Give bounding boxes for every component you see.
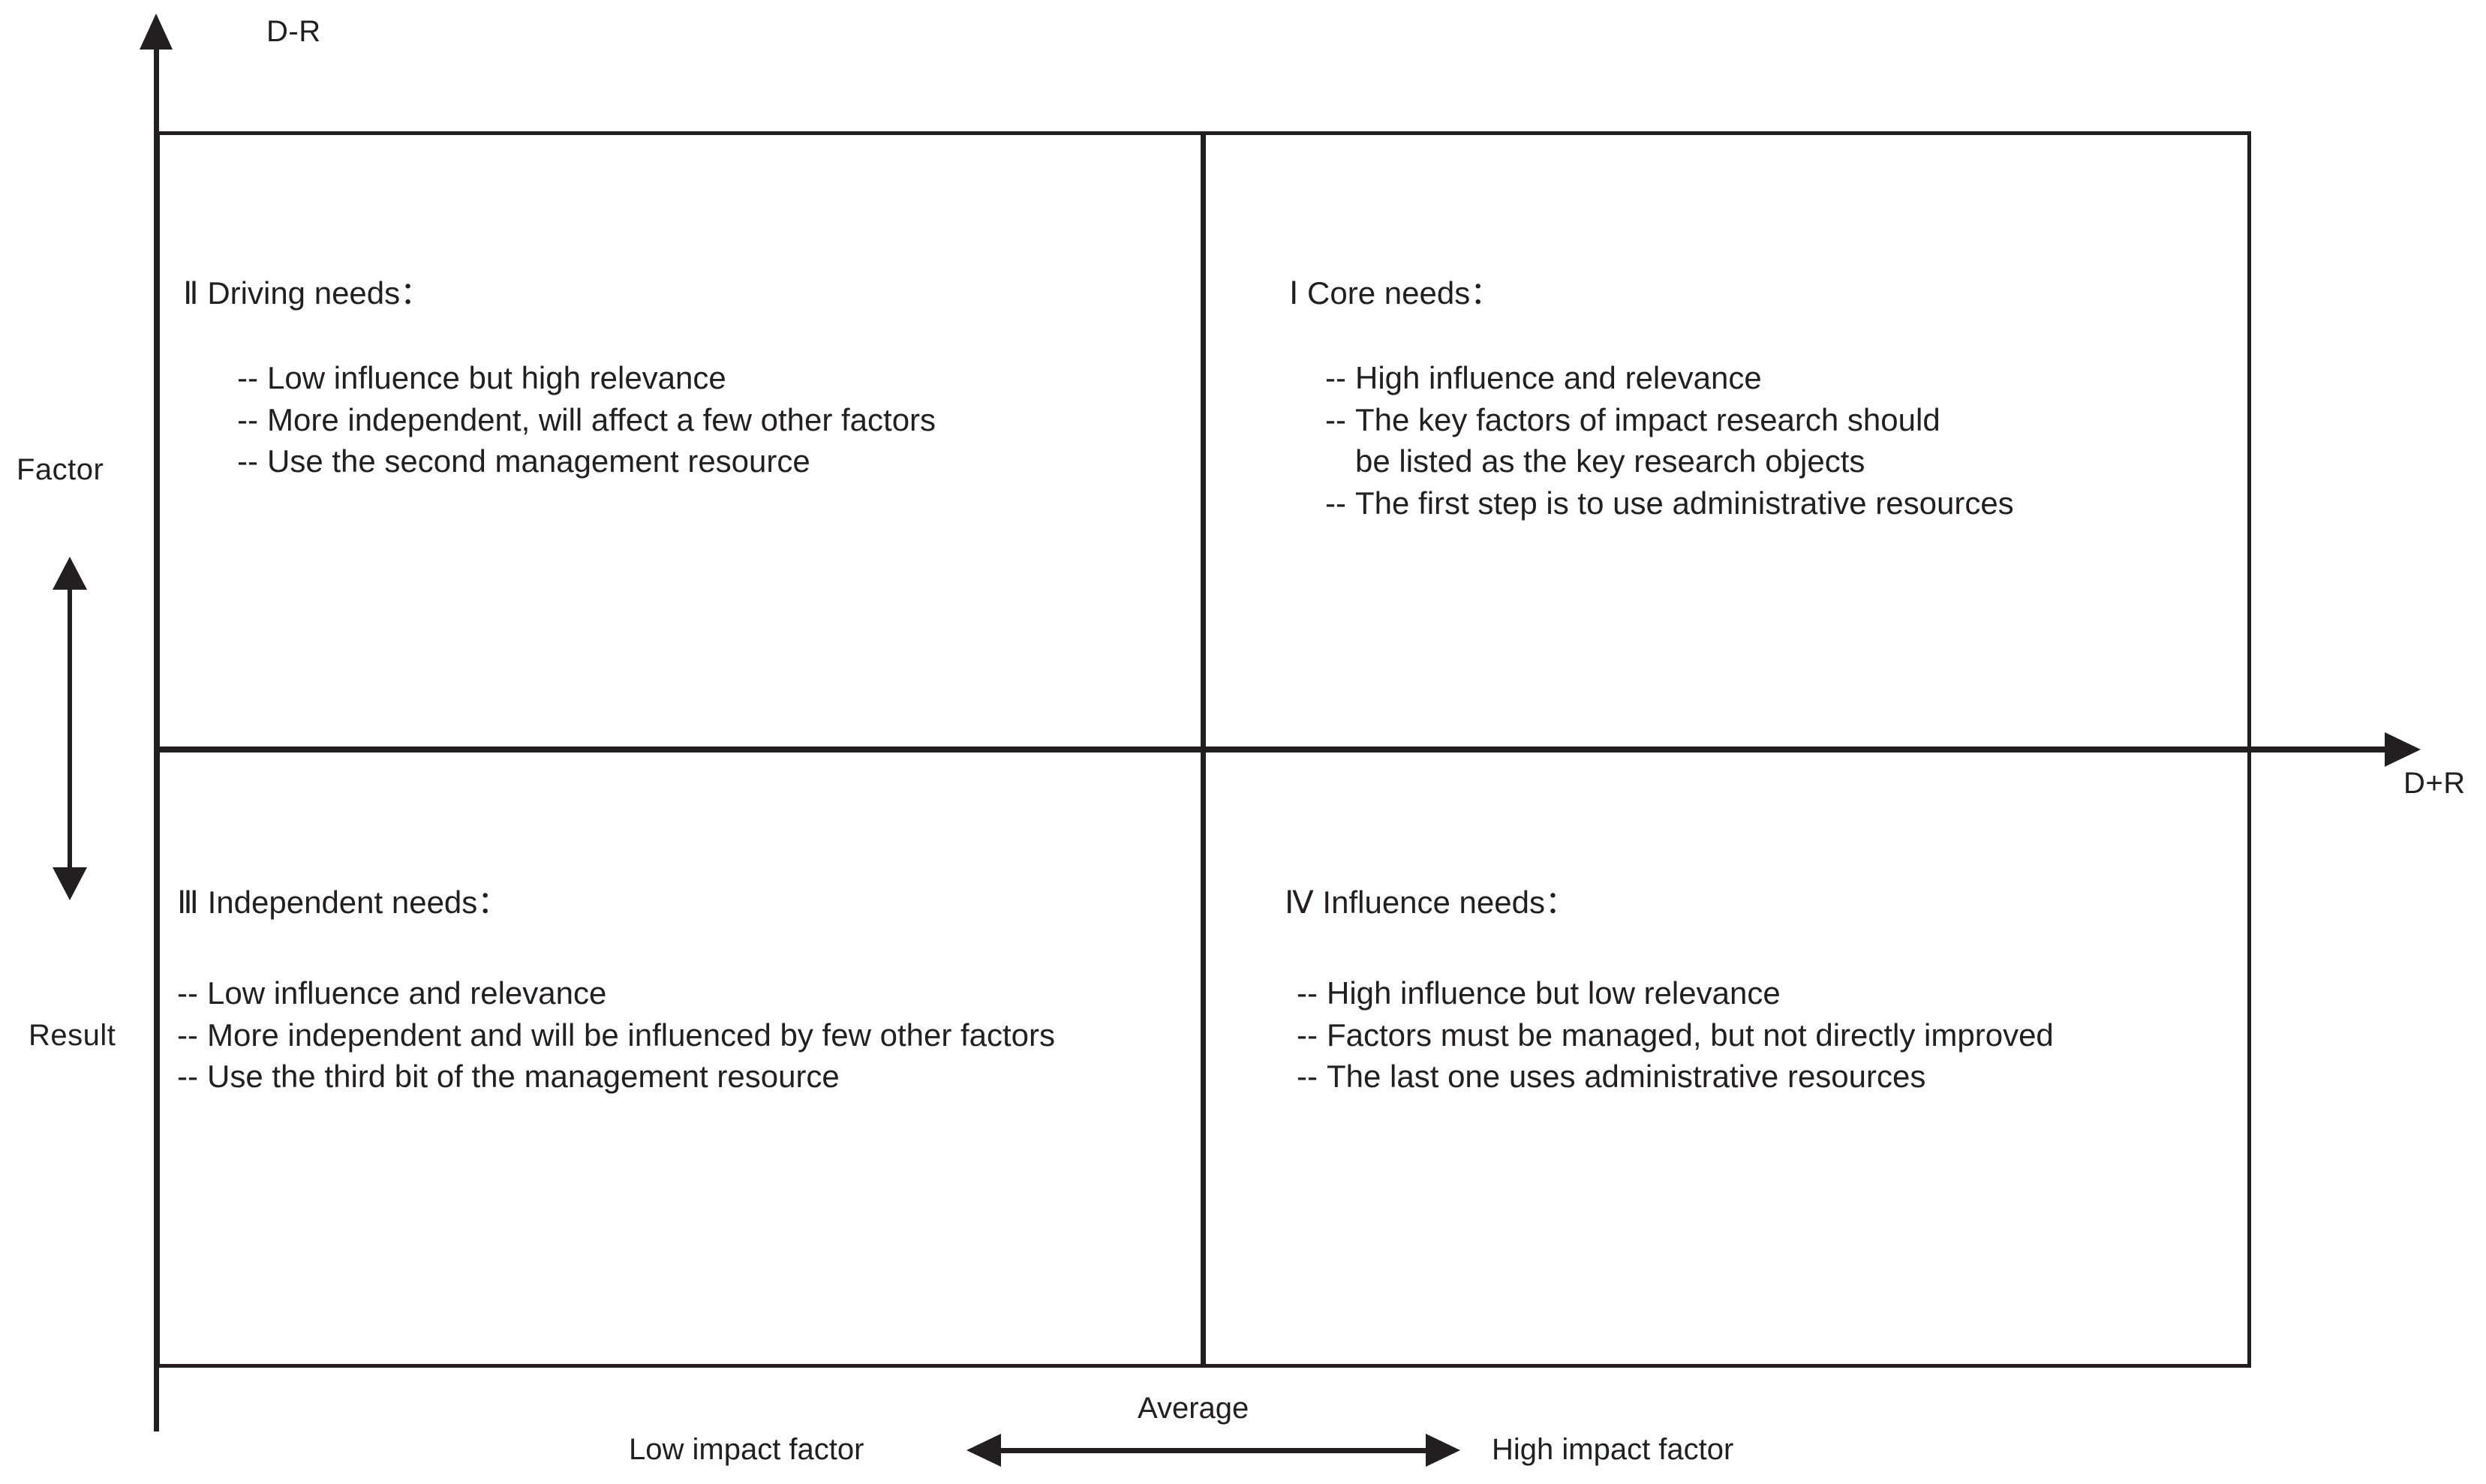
bullet-text: High influence but low relevance	[1327, 975, 1781, 1011]
quadrant-core-needs: Ⅰ Core needs： --High influence and relev…	[1289, 275, 2014, 524]
bullet-text: The last one uses administrative resourc…	[1327, 1059, 1926, 1095]
quadrant-title: Ⅲ Independent needs：	[177, 885, 510, 920]
bullet-text: Factors must be managed, but not directl…	[1327, 1017, 2054, 1053]
horizontal-arrow-right-icon	[1426, 1434, 1460, 1467]
bullet-text: More independent, will affect a few othe…	[267, 401, 936, 437]
bullet-text: High influence and relevance	[1355, 360, 1762, 396]
y-axis-arrowhead-icon	[140, 14, 173, 50]
bullet-text: be listed as the key research objects	[1355, 443, 1865, 479]
quadrant-title: Ⅰ Core needs：	[1289, 275, 1502, 311]
bullet-text: More independent and will be influenced …	[207, 1017, 1056, 1053]
y-axis-label: D-R	[266, 15, 321, 48]
vertical-arrow-down-icon	[53, 867, 87, 900]
x-axis-line	[156, 747, 2388, 753]
bullet-line: --The key factors of impact research sho…	[1325, 399, 2014, 440]
y-axis-line	[154, 44, 159, 1431]
high-impact-factor-label: High impact factor	[1492, 1433, 1734, 1466]
bullet-marker: --	[1297, 1059, 1318, 1095]
bullet-text: Low influence and relevance	[207, 975, 607, 1011]
average-label: Average	[1138, 1392, 1249, 1425]
x-axis-label: D+R	[2403, 767, 2466, 800]
bullet-line: --More independent, will affect a few ot…	[237, 399, 936, 440]
quadrant-title: Ⅳ Influence needs：	[1285, 885, 1577, 920]
horizontal-arrow-left-icon	[966, 1434, 1001, 1467]
bullet-line: --Use the second management resource	[237, 440, 936, 482]
bullet-line: --High influence and relevance	[1325, 357, 2014, 398]
quadrant-bullet-list: --Low influence but high relevance--More…	[237, 357, 936, 482]
low-impact-factor-label: Low impact factor	[629, 1433, 864, 1466]
bullet-marker: --	[1325, 401, 1346, 437]
quadrant-bullet-list: --High influence and relevance--The key …	[1325, 357, 2014, 524]
quadrant-independent-needs: Ⅲ Independent needs： --Low influence and…	[177, 885, 1055, 1098]
quadrant-bullet-list: --Low influence and relevance--More inde…	[177, 972, 1055, 1097]
factor-label: Factor	[17, 453, 104, 486]
bullet-line: --Low influence and relevance	[177, 972, 1055, 1014]
vertical-arrow-shaft	[68, 584, 72, 873]
x-axis-arrowhead-icon	[2385, 732, 2421, 767]
quadrant-driving-needs: Ⅱ Driving needs： --Low influence but hig…	[183, 275, 936, 482]
bullet-line: --Low influence but high relevance	[237, 357, 936, 398]
quadrant-influence-needs: Ⅳ Influence needs： --High influence but …	[1285, 885, 2054, 1098]
bullet-marker: --	[1325, 360, 1346, 396]
bullet-text: Use the third bit of the management reso…	[207, 1059, 840, 1095]
bullet-marker: --	[1297, 975, 1318, 1011]
horizontal-arrow-shaft	[998, 1448, 1432, 1453]
bullet-marker: --	[177, 1059, 198, 1095]
bullet-text: The first step is to use administrative …	[1355, 485, 2014, 521]
bullet-text: The key factors of impact research shoul…	[1355, 401, 1940, 437]
bullet-text: Low influence but high relevance	[267, 360, 726, 396]
bullet-marker: --	[237, 401, 258, 437]
bullet-line: --The first step is to use administrativ…	[1325, 482, 2014, 524]
bullet-marker: --	[1297, 1017, 1318, 1053]
bullet-line: --Use the third bit of the management re…	[177, 1056, 1055, 1097]
quadrant-bullet-list: --High influence but low relevance--Fact…	[1297, 972, 2054, 1097]
bullet-marker: --	[177, 1017, 198, 1053]
bullet-text: Use the second management resource	[267, 443, 810, 479]
bullet-marker: --	[177, 975, 198, 1011]
bullet-line: --Factors must be managed, but not direc…	[1297, 1014, 2054, 1056]
bullet-line: --The last one uses administrative resou…	[1297, 1056, 2054, 1097]
bullet-line: be listed as the key research objects	[1325, 440, 2014, 482]
bullet-marker: --	[237, 443, 258, 479]
quadrant-title: Ⅱ Driving needs：	[183, 275, 432, 311]
bullet-line: --High influence but low relevance	[1297, 972, 2054, 1014]
bullet-marker: --	[1325, 485, 1346, 521]
result-label: Result	[29, 1019, 116, 1052]
bullet-line: --More independent and will be influence…	[177, 1014, 1055, 1056]
bullet-marker: --	[237, 360, 258, 396]
